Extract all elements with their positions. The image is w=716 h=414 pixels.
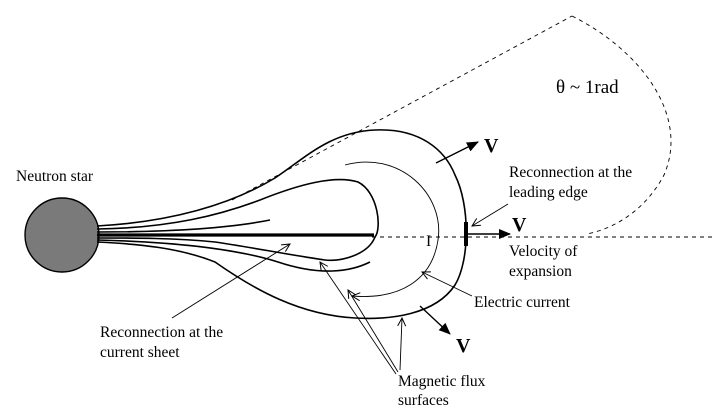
inner-flux-surface-lower xyxy=(96,239,371,272)
label-velocity-2: expansion xyxy=(509,263,572,280)
label-current-symbol: I xyxy=(426,233,431,250)
label-velocity-1: Velocity of xyxy=(509,243,578,260)
opening-angle-arc xyxy=(571,15,672,235)
label-electric-current: Electric current xyxy=(474,294,571,311)
middle-flux-surface xyxy=(96,178,379,262)
label-v-mid: V xyxy=(512,214,527,236)
label-reconnection-sheet-2: current sheet xyxy=(100,344,180,361)
label-flux-1: Magnetic flux xyxy=(398,373,486,390)
label-v-top: V xyxy=(484,135,499,157)
label-flux-2: surfaces xyxy=(398,392,449,409)
label-neutron-star: Neutron star xyxy=(16,168,94,185)
leader-current-sheet xyxy=(171,244,290,319)
label-v-bottom: V xyxy=(456,335,471,357)
label-reconnection-leading-1: Reconnection at the xyxy=(509,164,632,181)
electric-current-arc xyxy=(344,161,440,296)
label-theta: θ ~ 1rad xyxy=(556,77,619,98)
velocity-arrow-bottom xyxy=(419,305,451,335)
label-reconnection-leading-2: leading edge xyxy=(509,184,588,201)
leader-flux-2 xyxy=(348,290,399,373)
leader-flux-3 xyxy=(400,318,402,371)
velocity-arrow-top xyxy=(435,141,479,164)
leader-flux-1 xyxy=(320,262,397,375)
neutron-star-circle xyxy=(24,197,100,273)
outer-flux-surface xyxy=(96,129,467,320)
inner-flux-surface xyxy=(96,219,271,233)
leader-leading-edge xyxy=(472,203,509,226)
leader-electric-current xyxy=(422,272,473,297)
label-reconnection-sheet-1: Reconnection at the xyxy=(100,324,223,341)
